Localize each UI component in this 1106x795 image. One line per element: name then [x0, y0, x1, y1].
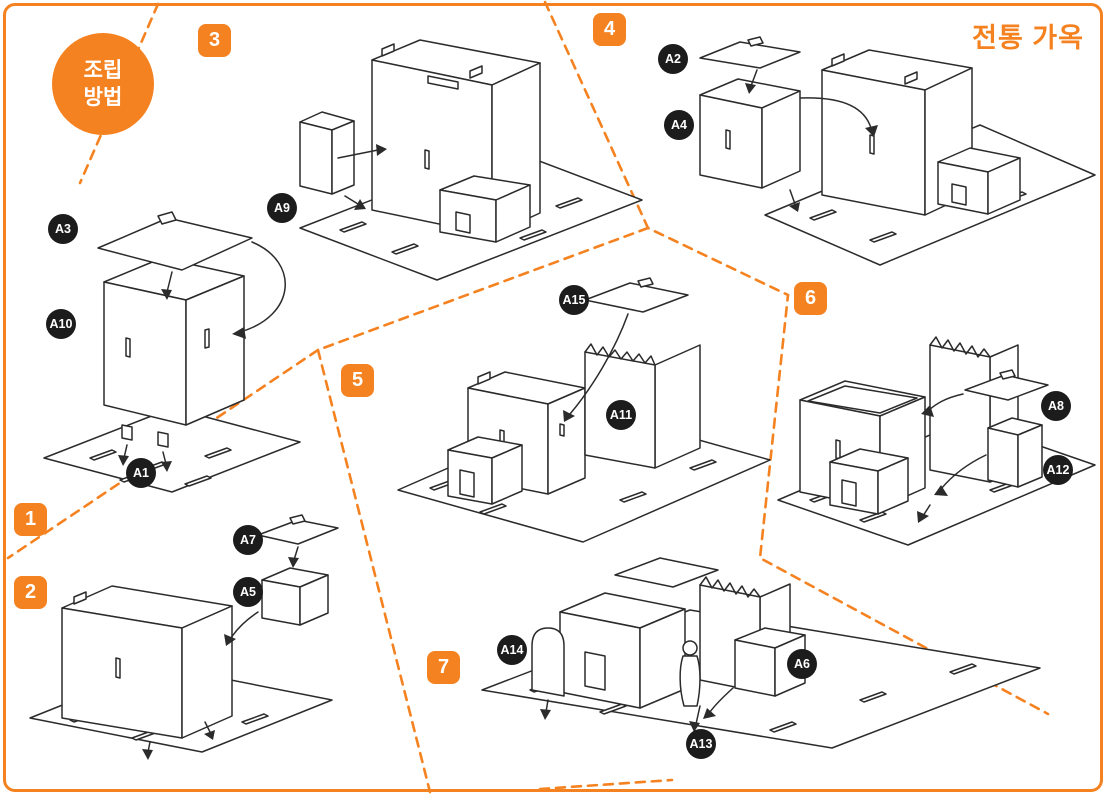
step-4-drawing [699, 36, 1096, 266]
step-3-badge: 3 [198, 24, 231, 57]
assembly-method-badge: 조립 방법 [52, 33, 154, 135]
sheet-title: 전통 가옥 [972, 23, 1084, 53]
assembly-arrows [337, 144, 387, 210]
part-label-a8: A8 [1041, 391, 1071, 421]
roof-panel [257, 519, 339, 545]
badge-text-line2: 방법 [83, 86, 123, 109]
step-1-badge: 1 [14, 503, 47, 536]
part-label-a4: A4 [664, 110, 694, 140]
step-2-badge: 2 [14, 576, 47, 609]
part-label-a1: A1 [126, 458, 156, 488]
step-5-drawing [397, 277, 771, 543]
part-label-a6: A6 [787, 649, 817, 679]
part-label-a9: A9 [267, 193, 297, 223]
step-3-drawing [299, 39, 643, 281]
roof-panel [614, 557, 719, 588]
step-5-badge: 5 [341, 364, 374, 397]
part-label-a2: A2 [658, 44, 688, 74]
assembly-arrows [745, 69, 878, 212]
assembly-arrows [563, 313, 629, 422]
part-label-a5: A5 [233, 577, 263, 607]
part-label-a10: A10 [46, 309, 76, 339]
badge-text-line1: 조립 [83, 58, 123, 82]
part-label-a11: A11 [606, 400, 636, 430]
part-label-a13: A13 [686, 729, 716, 759]
step-4-badge: 4 [593, 13, 626, 46]
part-label-a14: A14 [497, 635, 527, 665]
figure-cutout [682, 640, 698, 656]
assembly-arrows [142, 546, 299, 760]
sawtooth-wall [654, 344, 701, 469]
part-label-a3: A3 [48, 214, 78, 244]
step-6-badge: 6 [794, 282, 827, 315]
step-1-drawing [43, 211, 301, 493]
roof-panel [97, 217, 253, 271]
roof-panel [964, 374, 1049, 401]
arch-piece [531, 627, 565, 697]
part-label-a12: A12 [1043, 455, 1073, 485]
roof-panel [584, 282, 689, 313]
step-2-drawing [29, 514, 339, 760]
part-label-a15: A15 [559, 285, 589, 315]
part-label-a7: A7 [233, 525, 263, 555]
step-6-drawing [777, 336, 1096, 546]
assembly-arrows [917, 393, 987, 523]
assembly-arrows [118, 241, 286, 472]
step-7-badge: 7 [427, 651, 460, 684]
roof-panel [699, 41, 801, 69]
step-7-drawing [481, 557, 1041, 749]
assembly-arrows [540, 687, 734, 732]
